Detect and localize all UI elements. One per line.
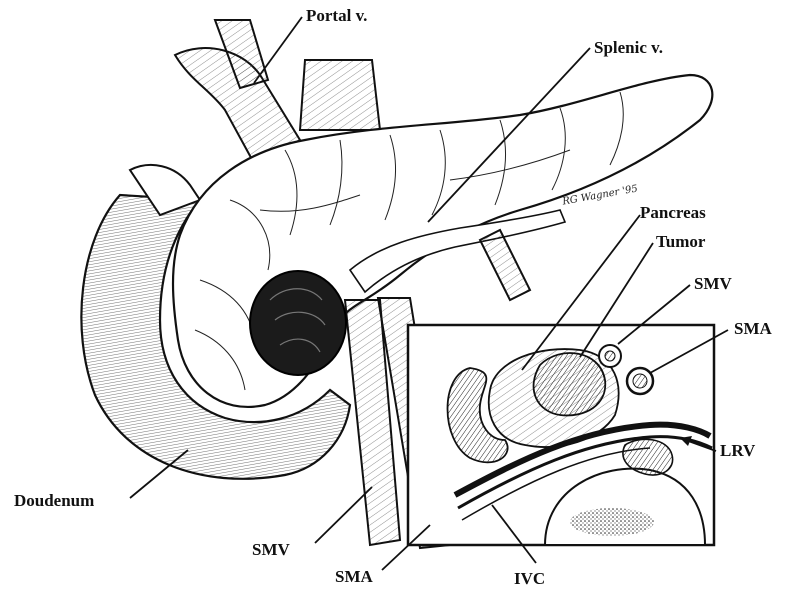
leader-lines <box>129 16 729 571</box>
label-ivc: IVC <box>514 569 546 588</box>
label-smv: SMV <box>252 540 290 559</box>
pancreas-lobules <box>194 91 624 391</box>
label-pancreas: Pancreas <box>640 203 706 222</box>
inset-kidney <box>622 438 674 476</box>
inset-tumor <box>532 352 606 417</box>
label-splenic-v: Splenic v. <box>594 38 663 57</box>
lrv-arrowhead <box>680 436 692 446</box>
inset-duodenum <box>446 367 509 464</box>
vertical-vessel-shape <box>298 59 382 131</box>
tumor-mass <box>249 270 347 376</box>
label-tumor: Tumor <box>656 232 706 251</box>
label-doudenum: Doudenum <box>14 491 95 510</box>
inset-ivc-band <box>457 435 713 510</box>
duodenum-shape <box>80 193 352 480</box>
portal-vein-shape <box>173 47 302 167</box>
portal-vein-upper <box>213 19 270 90</box>
label-portal-v: Portal v. <box>306 6 368 25</box>
label-smv-inset: SMV <box>694 274 732 293</box>
right-vessel-shape <box>478 228 532 302</box>
label-sma-inset: SMA <box>734 319 772 338</box>
splenic-vein-shape <box>348 209 567 294</box>
duodenum-tube <box>128 164 202 217</box>
label-sma: SMA <box>335 567 373 586</box>
label-lrv: LRV <box>720 441 756 460</box>
smv-vessel-shape <box>343 299 402 547</box>
inset-lrv-band <box>453 421 712 498</box>
tumor-highlight <box>269 288 326 353</box>
